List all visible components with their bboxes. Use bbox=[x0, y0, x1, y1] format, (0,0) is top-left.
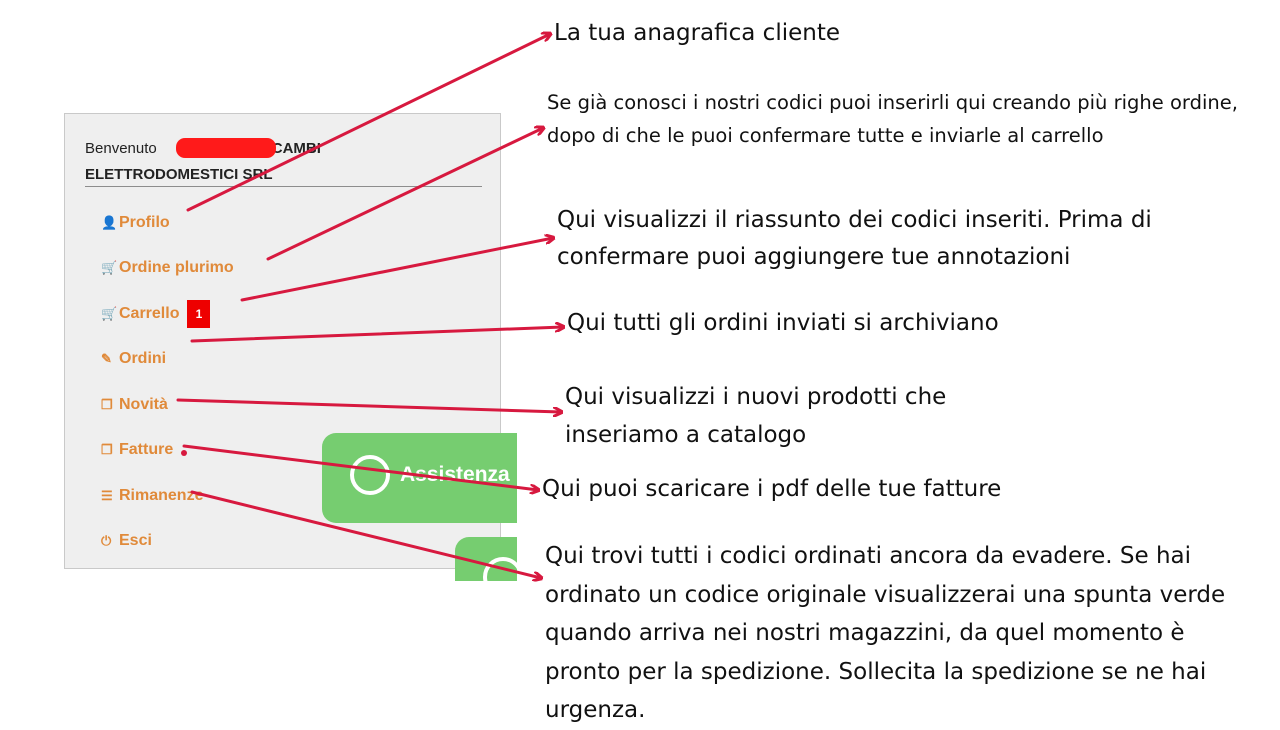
menu-item-fatture[interactable]: ❐ Fatture bbox=[101, 428, 234, 474]
menu-label: Rimanenze bbox=[119, 486, 204, 504]
arrow-carrello bbox=[240, 238, 553, 302]
pointer-dot bbox=[181, 450, 187, 456]
note-carrello: Qui visualizzi il riassunto dei codici i… bbox=[557, 207, 1152, 270]
note-rimanenze: Qui trovi tutti i codici ordinati ancora… bbox=[545, 543, 1226, 723]
menu-item-rimanenze[interactable]: ☰ Rimanenze bbox=[101, 473, 234, 519]
divider bbox=[85, 186, 482, 187]
menu-item-ordini[interactable]: ✎ Ordini bbox=[101, 337, 234, 383]
redaction-mark bbox=[176, 138, 276, 158]
note-fatture: Qui puoi scaricare i pdf delle tue fattu… bbox=[542, 476, 1002, 502]
side-menu: 👤 Profilo 🛒 Ordine plurimo 🛒 Carrello 1 … bbox=[101, 200, 234, 564]
menu-label: Ordine plurimo bbox=[119, 259, 234, 277]
arrow-novita bbox=[176, 398, 561, 412]
welcome-prefix: Benvenuto bbox=[85, 140, 157, 157]
arrow-rimanenze bbox=[190, 490, 541, 578]
menu-label: Fatture bbox=[119, 441, 174, 459]
menu-label: Profilo bbox=[119, 213, 170, 231]
menu-label: Esci bbox=[119, 532, 152, 550]
cart-count-badge: 1 bbox=[187, 299, 211, 328]
whatsapp-icon bbox=[483, 557, 517, 581]
list-icon: ☰ bbox=[101, 487, 113, 503]
note-profilo: La tua anagrafica cliente bbox=[554, 20, 840, 46]
arrow-ordine-plurimo bbox=[266, 128, 543, 261]
note-novita: Qui visualizzi i nuovi prodotti che inse… bbox=[565, 384, 947, 448]
whatsapp-assistance-button[interactable]: Assistenza bbox=[322, 433, 517, 523]
user-icon: 👤 bbox=[101, 214, 118, 230]
note-ordine-plurimo: Se già conosci i nostri codici puoi inse… bbox=[547, 91, 1238, 147]
arrow-profilo bbox=[186, 34, 550, 212]
menu-item-profilo[interactable]: 👤 Profilo bbox=[101, 200, 234, 246]
menu-item-novita[interactable]: ❐ Novità bbox=[101, 382, 234, 428]
menu-item-carrello[interactable]: 🛒 Carrello 1 bbox=[101, 291, 234, 337]
menu-item-esci[interactable]: ⏻ Esci bbox=[101, 519, 234, 565]
arrow-fatture bbox=[182, 444, 538, 490]
arrow-ordini bbox=[190, 327, 563, 343]
note-ordini: Qui tutti gli ordini inviati si archivia… bbox=[567, 310, 999, 336]
edit-icon: ✎ bbox=[101, 351, 112, 367]
menu-label: Carrello bbox=[119, 304, 180, 322]
company-name-line2: ELETTRODOMESTICI SRL bbox=[85, 166, 273, 183]
whatsapp-label: Assistenza bbox=[400, 463, 510, 486]
menu-label: Ordini bbox=[119, 350, 167, 368]
whatsapp-icon bbox=[350, 455, 390, 495]
menu-label: Novità bbox=[119, 395, 168, 413]
copy-icon: ❐ bbox=[101, 442, 113, 458]
cart-icon: 🛒 bbox=[101, 305, 118, 321]
power-icon: ⏻ bbox=[101, 533, 112, 549]
cart-icon: 🛒 bbox=[101, 260, 118, 276]
copy-icon: ❐ bbox=[101, 396, 113, 412]
menu-item-ordine-plurimo[interactable]: 🛒 Ordine plurimo bbox=[101, 246, 234, 292]
